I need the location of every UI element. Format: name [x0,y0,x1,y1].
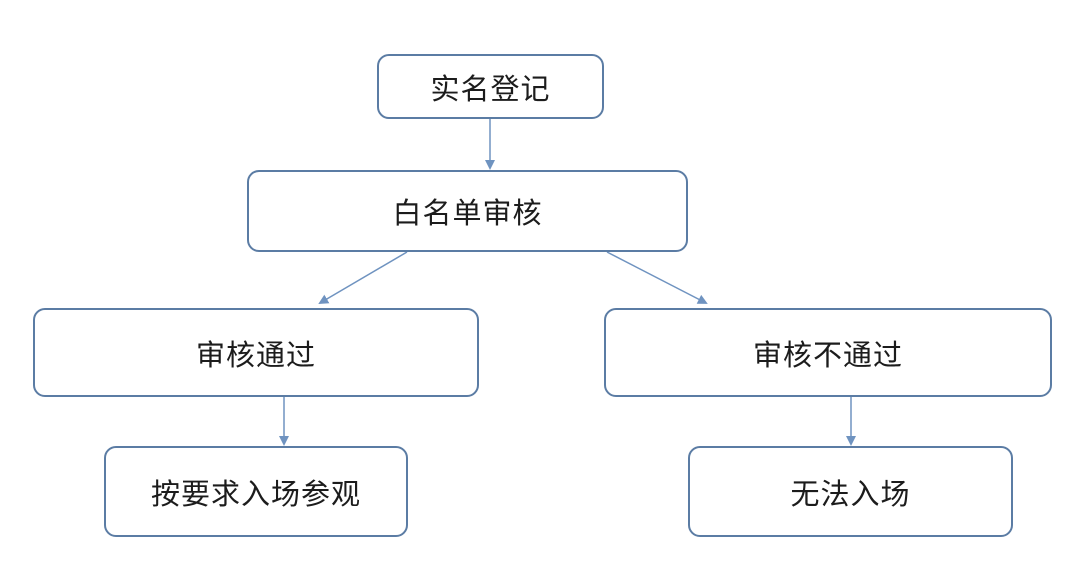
node-label: 白名单审核 [392,196,543,230]
node-real-name-registration: 实名登记 [377,54,604,119]
node-review-fail: 审核不通过 [604,308,1052,397]
edge-review-to-pass [318,251,408,305]
node-label: 审核通过 [195,337,316,372]
node-label: 按要求入场参观 [150,476,361,511]
node-no-entry: 无法入场 [688,446,1013,537]
node-enter-and-visit: 按要求入场参观 [104,446,408,537]
node-review-pass: 审核通过 [33,308,479,397]
edge-review-to-fail [606,251,708,304]
node-whitelist-review: 白名单审核 [247,170,688,252]
node-label: 无法入场 [790,476,911,511]
node-label: 实名登记 [430,71,551,106]
node-label: 审核不通过 [752,337,903,372]
